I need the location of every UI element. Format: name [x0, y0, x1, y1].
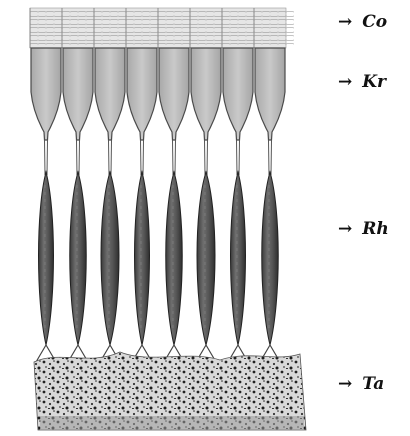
crystalline-cone: [31, 48, 61, 140]
crystalline-cone: [127, 48, 157, 140]
connecting-fiber: [141, 140, 144, 175]
tapetum-base-shadow: [40, 416, 304, 430]
rhabdom: [262, 172, 279, 345]
label-kr: → Kr: [338, 72, 386, 92]
arrow-icon: →: [338, 374, 352, 394]
label-kr-text: Kr: [362, 72, 386, 92]
connecting-fiber: [237, 140, 240, 175]
connecting-fiber: [205, 140, 208, 175]
rhabdom-strands: [36, 140, 280, 362]
rhabdom: [166, 172, 183, 345]
crystalline-cone: [63, 48, 93, 140]
arrow-icon: →: [338, 12, 352, 32]
rhabdom: [101, 172, 119, 345]
crystalline-cone: [191, 48, 221, 140]
arrow-icon: →: [338, 219, 352, 239]
connecting-fiber: [77, 140, 80, 175]
label-ta-text: Ta: [362, 374, 384, 394]
arrow-icon: →: [338, 72, 352, 92]
cornea-layer: [30, 8, 294, 48]
label-co-text: Co: [362, 12, 387, 32]
rhabdom: [231, 172, 246, 345]
label-rh: → Rh: [338, 219, 389, 239]
connecting-fiber: [269, 140, 272, 175]
label-rh-text: Rh: [362, 219, 389, 239]
label-co: → Co: [338, 12, 387, 32]
connecting-fiber: [109, 140, 112, 175]
crystalline-cone: [159, 48, 189, 140]
crystalline-cone: [255, 48, 285, 140]
rhabdom: [39, 172, 54, 345]
label-ta: → Ta: [338, 374, 384, 394]
connecting-fiber: [45, 140, 48, 175]
rhabdom: [197, 172, 215, 345]
connecting-fiber: [173, 140, 176, 175]
crystalline-cone: [223, 48, 253, 140]
crystalline-cones: [31, 48, 285, 140]
rhabdom: [70, 172, 87, 345]
tapetum-layer: [34, 352, 306, 430]
crystalline-cone: [95, 48, 125, 140]
rhabdom: [135, 172, 150, 345]
